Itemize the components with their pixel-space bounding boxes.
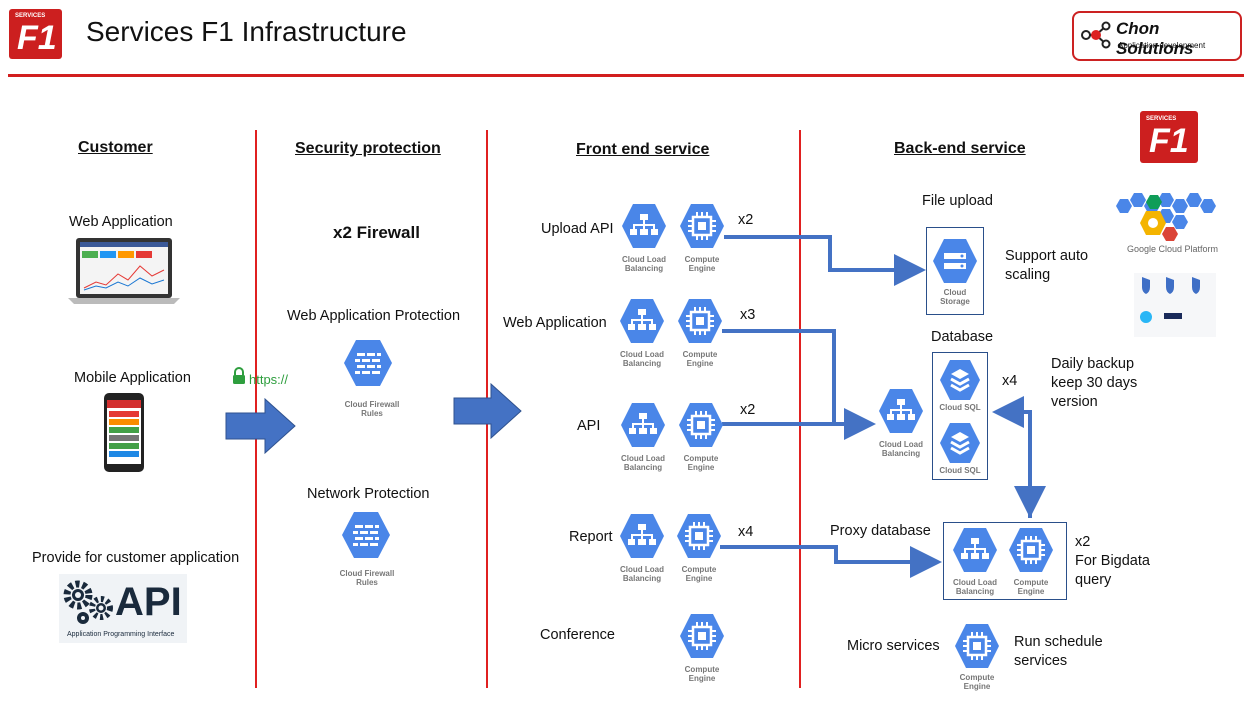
web-application-label: Web Application [69,214,173,230]
gears-icon [63,580,113,624]
web-app-protection-label: Web Application Protection [287,308,461,324]
firewall-label: x2 Firewall [333,223,420,242]
firewall-rules-icon [344,340,392,386]
f1-logo-right-text: F1 [1149,122,1189,160]
arrow-security-to-frontend [453,383,522,439]
proxy-box: Cloud Load Balancing Compute Engine [943,522,1067,600]
api-compute-engine-icon [678,402,724,453]
brand-sub: Application development [1118,41,1206,50]
web-multiplier: x3 [740,307,756,323]
conference-label: Conference [540,627,615,643]
cloud-storage-box: Cloud Storage [926,227,984,315]
conference-compute-engine-icon [679,613,725,664]
f1-logo: SERVICES F1 [9,9,62,59]
f1-logo-text: F1 [17,19,57,57]
api-label: API [577,418,601,434]
proxy-load-balancing-caption: Cloud Load Balancing [953,578,997,596]
column-header-customer: Customer [78,139,153,156]
f1-logo-small: SERVICES [15,13,46,19]
report-label: Report [569,529,613,545]
arrow-customer-to-security [225,398,296,454]
database-box: Cloud SQL Cloud SQL [932,352,988,480]
proxy-compute-engine-icon [1009,528,1053,572]
cloud-storage-caption: Cloud Storage [940,288,970,306]
chon-solutions-logo: Chon Solutions Application development [1072,11,1242,61]
f1-logo-right: SERVICES F1 [1140,111,1198,163]
report-compute-engine-icon [676,513,722,564]
brand-name: Chon Solutions [1116,19,1194,58]
lock-icon [233,367,245,384]
certification-badges-icon [1134,273,1216,337]
firewall-rules-caption-2: Cloud Firewall Rules [339,569,395,587]
https-label: https:// [249,372,289,387]
firewall-rules-caption: Cloud Firewall Rules [344,400,400,418]
db-load-balancing-caption: Cloud Load Balancing [879,440,923,458]
micro-compute-engine-caption: Compute Engine [959,673,995,691]
micro-compute-engine-icon [955,624,999,668]
api-load-balancing-icon [620,402,666,453]
gcp-hexagons-icon [1116,193,1216,241]
proxy-load-balancing-icon [953,528,997,572]
report-load-balancing-icon [619,513,665,564]
proxy-database-label: Proxy database [830,523,931,539]
micro-services-label: Micro services [847,638,940,654]
network-protection-label: Network Protection [307,486,430,502]
mobile-application-label: Mobile Application [74,370,191,386]
report-multiplier: x4 [738,524,754,540]
web-application-fe-label: Web Application [503,315,607,331]
upload-load-balancing-icon [621,203,667,254]
f1-logo-right-small: SERVICES [1146,116,1177,122]
backup-label: Daily backup keep 30 days version [1051,356,1138,410]
column-header-backend: Back-end service [894,140,1026,157]
column-divider-1 [255,130,257,688]
cloud-sql-caption-2: Cloud SQL [939,466,981,475]
cloud-sql-icon [940,360,980,400]
file-upload-label: File upload [922,193,993,209]
api-logo: API Application Programming Interface [59,574,187,643]
bigdata-label: x2 For Bigdata query [1075,534,1150,588]
api-multiplier: x2 [740,402,756,418]
proxy-compute-engine-caption: Compute Engine [1013,578,1049,596]
column-header-security: Security protection [295,140,441,157]
auto-scaling-label: Support auto scaling [1005,248,1089,283]
upload-multiplier: x2 [738,212,754,228]
db-load-balancing-icon [879,389,923,433]
cloud-sql-caption-1: Cloud SQL [939,403,981,412]
web-compute-engine-icon [677,298,723,349]
gcp-label: Google Cloud Platform [1127,244,1219,254]
cloud-storage-icon [933,239,977,283]
page-title: Services F1 Infrastructure [86,16,407,47]
provide-api-label: Provide for customer application [32,550,240,566]
network-icon [1081,21,1111,49]
run-schedule-label: Run schedule services [1014,634,1103,669]
upload-api-label: Upload API [541,221,614,237]
web-load-balancing-icon [619,298,665,349]
database-label: Database [931,329,994,345]
column-header-frontend: Front end service [576,141,710,158]
db-multiplier: x4 [1002,373,1018,389]
phone-icon [104,393,144,472]
column-divider-3 [799,130,801,688]
api-logo-sub: Application Programming Interface [67,631,175,638]
upload-compute-engine-icon [679,203,725,254]
header-divider [8,74,1244,77]
cloud-sql-icon-2 [940,423,980,463]
firewall-rules-icon-2 [342,512,390,558]
laptop-icon [68,238,180,304]
api-logo-text: API [115,580,182,624]
